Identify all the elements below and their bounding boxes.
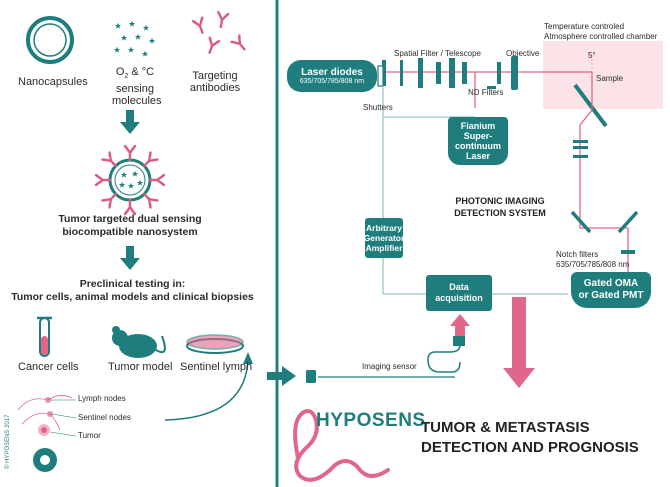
angle-label: 5° bbox=[588, 51, 596, 60]
imaging-sensor-icon bbox=[453, 336, 465, 346]
chamber-line2: Atmosphere controlled chamber bbox=[544, 32, 658, 41]
arrow-up-icon bbox=[450, 314, 470, 336]
lymph-diagram bbox=[17, 395, 77, 472]
preclinical-line2: Tumor cells, animal models and clinical … bbox=[11, 291, 254, 303]
mouse-icon bbox=[112, 326, 166, 358]
spatial-filter-lenses bbox=[382, 56, 518, 90]
arrow-down-icon bbox=[120, 110, 140, 134]
preclinical-label: Preclinical testing in: Tumor cells, ani… bbox=[10, 278, 255, 304]
outcome-line2: DETECTION AND PROGNOSIS bbox=[421, 439, 639, 456]
targeting-antibodies-label: Targeting antibodies bbox=[187, 70, 243, 94]
sample-mirror bbox=[573, 83, 608, 128]
gated-oma-box: Gated OMA or Gated PMT bbox=[571, 272, 651, 308]
sentinel-lymph-label: Sentinel lymph bbox=[180, 361, 253, 373]
copyright-label: © HYPOSENS 2017 bbox=[5, 414, 11, 469]
sensor-plug-icon bbox=[306, 370, 316, 383]
imaging-sensor-cable bbox=[427, 344, 461, 373]
fianium-line1: Fianium bbox=[460, 121, 496, 131]
optics bbox=[573, 140, 635, 254]
nanocapsule-icon bbox=[26, 16, 74, 64]
curved-arrow bbox=[164, 359, 249, 421]
arb-line3: Amplifier bbox=[365, 243, 403, 253]
data-acquisition-box: Data acquisition bbox=[426, 275, 492, 311]
chamber-line1: Temperature controled bbox=[544, 22, 625, 31]
notch-line1: Notch filters bbox=[556, 250, 599, 259]
nanosystem-line1: Tumor targeted dual sensing bbox=[58, 213, 202, 225]
shutters-label: Shutters bbox=[363, 103, 393, 112]
lymph-nodes-label: Lymph nodes bbox=[78, 394, 126, 403]
sensing-molecules-label: O2 & °C sensing molecules bbox=[112, 66, 162, 108]
imaging-sensor-label: Imaging sensor bbox=[362, 362, 417, 371]
sensing-o: O bbox=[115, 66, 125, 78]
tumor-label: Tumor bbox=[78, 431, 101, 440]
shutters-icon bbox=[377, 65, 384, 87]
fianium-laser-box: Fianium Super- continuum Laser bbox=[448, 117, 508, 165]
sensing-sub: 2 bbox=[124, 73, 129, 81]
photonic-line1: PHOTONIC IMAGING bbox=[455, 196, 545, 206]
spatial-filter-label: Spatial Filter / Telescope bbox=[394, 49, 482, 58]
notch-line2: 635/705/785/808 nm bbox=[556, 260, 630, 269]
arb-line1: Arbitrary bbox=[366, 223, 402, 233]
notch-filters-label: Notch filters 635/705/785/808 nm bbox=[556, 250, 629, 270]
daq-line1: Data bbox=[449, 282, 469, 292]
sensing-suffix: & °C bbox=[128, 66, 155, 78]
nanosystem-line2: biocompatible nanosystem bbox=[62, 226, 198, 238]
fianium-line3: continuum bbox=[455, 141, 501, 151]
photonic-line2: DETECTION SYSTEM bbox=[454, 208, 546, 218]
laser-diodes-title: Laser diodes bbox=[301, 67, 363, 78]
outcome-line1: TUMOR & METASTASIS bbox=[421, 419, 590, 436]
chamber-label: Temperature controled Atmosphere control… bbox=[544, 22, 657, 42]
photonic-label: PHOTONIC IMAGING DETECTION SYSTEM bbox=[435, 195, 565, 219]
petri-dish-icon bbox=[186, 334, 244, 354]
fianium-line2: Super- bbox=[463, 131, 493, 141]
hyposens-ribbon-icon bbox=[293, 409, 390, 482]
objective-label: Objective bbox=[506, 49, 540, 58]
gated-line1: Gated OMA bbox=[583, 278, 639, 289]
test-tube-icon bbox=[37, 316, 52, 357]
nanosystem-label: Tumor targeted dual sensing biocompatibl… bbox=[25, 213, 235, 239]
targeting-line2: antibodies bbox=[189, 82, 241, 94]
sensing-molecules-icon bbox=[113, 20, 156, 57]
sensing-line2: sensing bbox=[116, 83, 154, 96]
targeting-line1: Targeting bbox=[192, 70, 238, 82]
hyposens-brand: HYPOSENS bbox=[316, 410, 426, 431]
arrow-down-icon bbox=[120, 246, 140, 270]
laser-diodes-wavelengths: 635/705/785/808 nm bbox=[299, 78, 365, 85]
sample-chamber bbox=[543, 41, 663, 109]
arrow-down-pink-icon bbox=[503, 297, 535, 388]
nanosystem-icon bbox=[94, 144, 166, 216]
nanocapsules-label: Nanocapsules bbox=[18, 76, 88, 88]
arrow-right-icon bbox=[267, 366, 296, 386]
sensing-line3: molecules bbox=[112, 95, 162, 108]
targeting-antibodies-icon bbox=[191, 11, 250, 56]
daq-line2: acquisition bbox=[435, 293, 483, 303]
fianium-line4: Laser bbox=[465, 151, 491, 161]
arbitrary-generator-box: Arbitrary Generator Amplifier bbox=[363, 218, 405, 258]
nd-filters-label: ND Filters bbox=[468, 88, 504, 97]
arb-line2: Generator bbox=[363, 233, 405, 243]
tumor-model-label: Tumor model bbox=[108, 361, 173, 373]
preclinical-line1: Preclinical testing in: bbox=[79, 278, 186, 290]
gated-line2: or Gated PMT bbox=[578, 290, 644, 301]
cancer-cells-label: Cancer cells bbox=[18, 361, 79, 373]
laser-diodes-box: Laser diodes 635/705/785/808 nm bbox=[287, 60, 377, 92]
outcome-label: TUMOR & METASTASIS DETECTION AND PROGNOS… bbox=[421, 418, 639, 458]
sentinel-nodes-label: Sentinel nodes bbox=[78, 413, 131, 422]
sample-label: Sample bbox=[596, 74, 624, 83]
